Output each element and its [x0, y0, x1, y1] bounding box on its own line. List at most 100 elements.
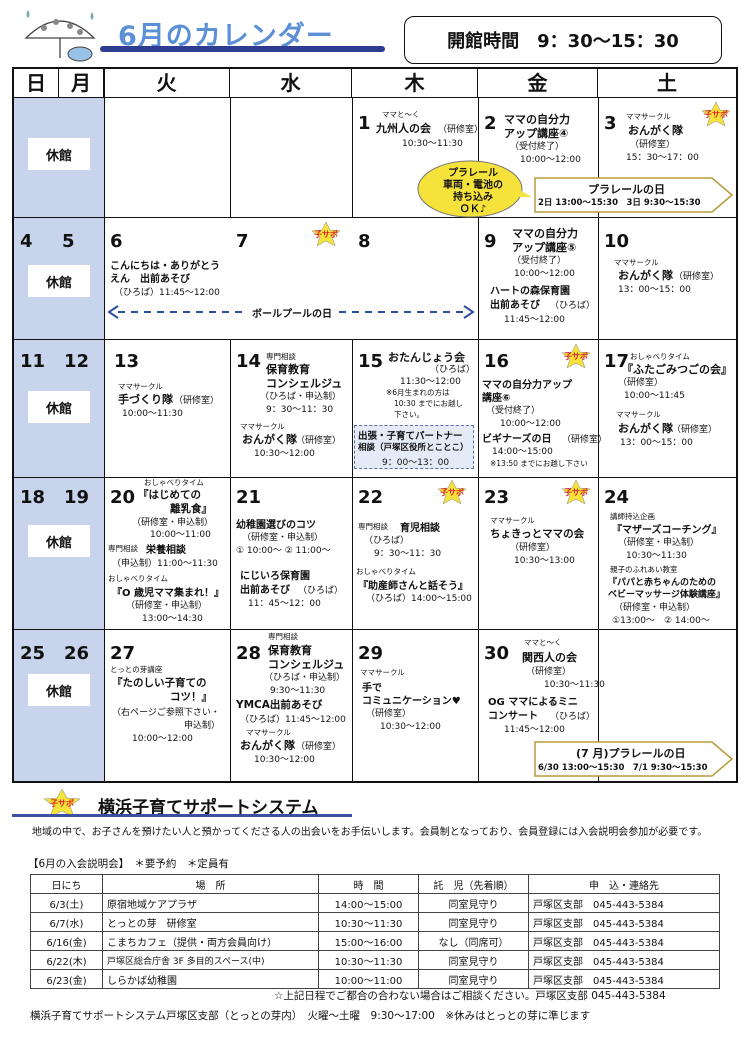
cell-contact: 戸塚区支部 045-443-5384	[528, 969, 720, 989]
table-row: 6/3(土) 原宿地域ケアプラザ 14:00〜15:00 同室見守り 戸塚区支部…	[30, 893, 720, 913]
event-room: （研修室・申込制）	[132, 518, 214, 528]
event-tag: 専門相談	[108, 544, 138, 553]
pla-rail-title: プラレールの日	[588, 183, 665, 196]
event-time: 11:30〜12:00	[400, 377, 461, 387]
cell-place: 戸塚区総合庁舎 3F 多目的スペース(中)	[102, 950, 319, 970]
cell-childcare: なし（同席可）	[418, 931, 529, 951]
event-title: 栄養相談	[146, 545, 186, 556]
bubble-line: 車両・電池の	[443, 180, 503, 191]
event-tag: ママサークル	[614, 258, 659, 267]
event-tag: おしゃべりタイム	[630, 352, 690, 361]
day-number: 26	[64, 643, 90, 664]
event-note: （右ページご参照下さい・	[112, 708, 220, 718]
event-time: 13：00〜15：00	[618, 285, 691, 295]
event-room: （研修室）	[672, 425, 718, 435]
table-row: 6/23(金) しらかば幼稚園 10:00〜11:00 同室見守り 戸塚区支部 …	[30, 969, 720, 989]
event-room: （研修室）	[630, 140, 676, 150]
event-title: ハートの森保育園	[490, 286, 570, 297]
day-number: 3	[604, 113, 617, 134]
day-number: 6	[110, 231, 123, 252]
cell-childcare: 同室見守り	[418, 950, 529, 970]
event-title: 『マザーズコーチング』	[612, 525, 722, 536]
event-note: （受付終了）	[512, 256, 567, 266]
event-title: 相談（戸塚区役所とことこ）	[358, 443, 469, 453]
day-number: 23	[484, 487, 510, 508]
cell-time: 10:30〜11:30	[318, 950, 419, 970]
event-title: アップ講座④	[504, 127, 569, 140]
event-title: 『助産師さんと話そう』	[358, 581, 468, 592]
event-time: 10:30〜11:30	[544, 680, 605, 690]
event-title: YMCA出前あそび	[236, 699, 323, 711]
cell-place: しらかば幼稚園	[102, 969, 319, 989]
cell-time: 10:30〜11:30	[318, 912, 419, 932]
event-title: おんがく隊	[618, 269, 673, 282]
day-number: 14	[236, 351, 262, 372]
day-number: 13	[114, 351, 140, 372]
event-tag: ママサークル	[626, 112, 671, 121]
event-room: （ひろば）	[430, 365, 476, 375]
cell-place: こまちカフェ（提供・両方会員向け）	[102, 931, 319, 951]
partner-consult-box	[354, 425, 474, 469]
event-tag: 専門相談	[358, 522, 388, 531]
day-number: 10	[604, 231, 630, 252]
cell-time: 10:00〜11:00	[318, 969, 419, 989]
schedule-note: ☆上記日程でご都合の合わない場合はご相談ください。戸塚区支部 045-443-5…	[274, 990, 666, 1002]
table-row: 6/22(木) 戸塚区総合庁舎 3F 多目的スペース(中) 10:30〜11:3…	[30, 950, 720, 970]
event-time: （ひろば）11:45〜12:00	[240, 715, 346, 725]
event-time: 10:00〜11:00	[150, 530, 211, 540]
weekday-mon: 月	[59, 69, 104, 98]
pla-rail-title: (7 月)プラレールの日	[576, 747, 686, 760]
event-room: （ひろば）	[550, 712, 596, 722]
event-note: ※13:50 までにお越し下さい	[490, 459, 588, 468]
cell-time: 15:00〜16:00	[318, 931, 419, 951]
cell-contact: 戸塚区支部 045-443-5384	[528, 912, 720, 932]
event-room: （研修室）	[174, 396, 220, 406]
cell-childcare: 同室見守り	[418, 893, 529, 913]
cell-date: 6/7(水)	[30, 912, 103, 932]
event-title: 『たのしい子育ての	[112, 677, 207, 689]
weekday-thu: 木	[352, 69, 478, 98]
event-room: （研修室）	[510, 543, 556, 553]
kosapo-star-badge: 子サポ	[436, 479, 468, 505]
event-time: 9：00〜13：00	[382, 458, 450, 468]
day-number: 29	[358, 643, 384, 664]
event-note: （受付終了）	[510, 142, 565, 152]
event-time: 10:00〜12:00	[514, 269, 575, 279]
event-title: コンサート	[488, 711, 538, 722]
event-title: アップ講座⑤	[512, 241, 577, 254]
kosapo-star-badge: 子サポ	[560, 479, 592, 505]
event-title: 『パパと赤ちゃんのための	[608, 578, 717, 588]
support-title-underline	[12, 814, 352, 817]
closed-label-week3: 休館	[28, 391, 90, 423]
event-time: 10:30〜11:30	[626, 551, 687, 561]
event-time: 9：30〜11：30	[266, 405, 334, 415]
event-tag: ママと〜く	[382, 110, 420, 119]
event-tag: ママサークル	[118, 382, 163, 391]
event-room: （ひろば）	[298, 586, 344, 596]
event-title: 離乳食』	[170, 503, 212, 515]
event-time: 10:00〜11:45	[624, 391, 685, 401]
weekday-sat: 土	[598, 69, 736, 98]
event-title: 出前あそび	[490, 300, 540, 311]
kosapo-star-badge: 子サポ	[310, 221, 342, 247]
day-number: 5	[62, 231, 75, 252]
event-note: ※6月生まれの方は	[386, 388, 450, 397]
event-room: （研修室）	[618, 378, 664, 388]
event-title: 手で	[362, 683, 382, 694]
sessions-title: 【6月の入会説明会】 ＊要予約 ＊定員有	[28, 858, 229, 870]
weekday-wed: 水	[230, 69, 352, 98]
event-time: 10:30〜11:30	[402, 139, 463, 149]
event-tag: とっとの芽講座	[110, 665, 163, 674]
event-time: 11：45〜12：00	[248, 599, 321, 609]
event-title: ちょきっとママの会	[490, 528, 585, 540]
event-title: 幼稚園選びのコツ	[236, 520, 316, 531]
kosapo-star-badge: 子サポ	[560, 343, 592, 369]
event-title: 出前あそび	[240, 585, 290, 596]
event-note: （申込制）11:00〜11:30	[112, 559, 218, 569]
day-number: 12	[64, 351, 90, 372]
footer-contact: 横浜子育てサポートシステム戸塚区支部（とっとの芽内） 火曜〜土曜 9:30〜17…	[30, 1010, 591, 1022]
event-tag: ママサークル	[240, 422, 285, 431]
kosapo-star-badge: 子サポ	[42, 788, 82, 818]
speech-bubble	[417, 160, 532, 218]
pla-rail-detail: 2日 13:00〜15:30 3日 9:30〜15:30	[538, 198, 701, 208]
